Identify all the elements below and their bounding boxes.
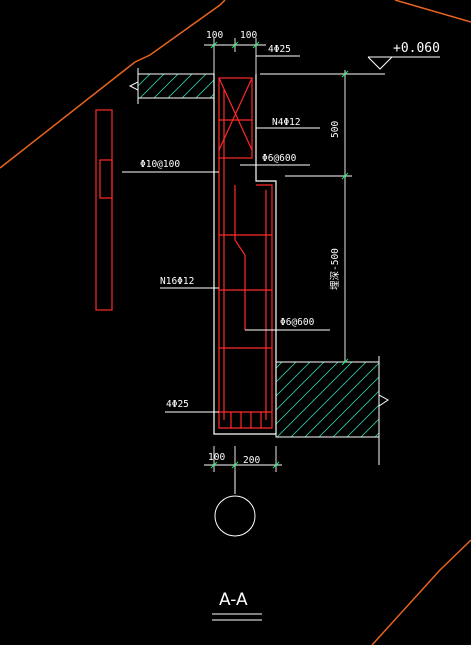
dim-side-label: 埋深-500 bbox=[330, 248, 341, 290]
bottom-dimension bbox=[204, 446, 282, 472]
dim-bottom-left: 100 bbox=[208, 452, 225, 463]
top-rebar-label: 4Φ25 bbox=[268, 44, 291, 55]
rebar-cage bbox=[218, 77, 273, 429]
tie-top-label: Φ6@600 bbox=[262, 153, 297, 164]
top-dimension bbox=[204, 38, 266, 74]
dim-top-left: 100 bbox=[206, 30, 223, 41]
stirrup-label: Φ10@100 bbox=[140, 159, 180, 170]
dim-bottom-right: 200 bbox=[243, 455, 260, 466]
tie-bottom-label: Φ6@600 bbox=[280, 317, 315, 328]
elevation-mark bbox=[260, 56, 440, 75]
n16-rebar-label: N16Φ12 bbox=[160, 276, 194, 287]
wall-outline bbox=[213, 74, 277, 435]
bottom-rebar-label: 4Φ25 bbox=[166, 399, 189, 410]
ground-slab bbox=[275, 356, 389, 465]
n4-rebar-label: N4Φ12 bbox=[272, 117, 301, 128]
elevation-label: +0.060 bbox=[393, 41, 440, 56]
axis-marker bbox=[214, 472, 256, 537]
dim-top-right: 100 bbox=[240, 30, 257, 41]
right-dimension bbox=[285, 70, 352, 366]
section-title: A-A bbox=[219, 590, 248, 610]
dim-500-label: 500 bbox=[330, 121, 341, 138]
left-rebar-detail bbox=[95, 109, 113, 311]
top-slab bbox=[128, 68, 215, 104]
title-underline bbox=[212, 613, 262, 621]
